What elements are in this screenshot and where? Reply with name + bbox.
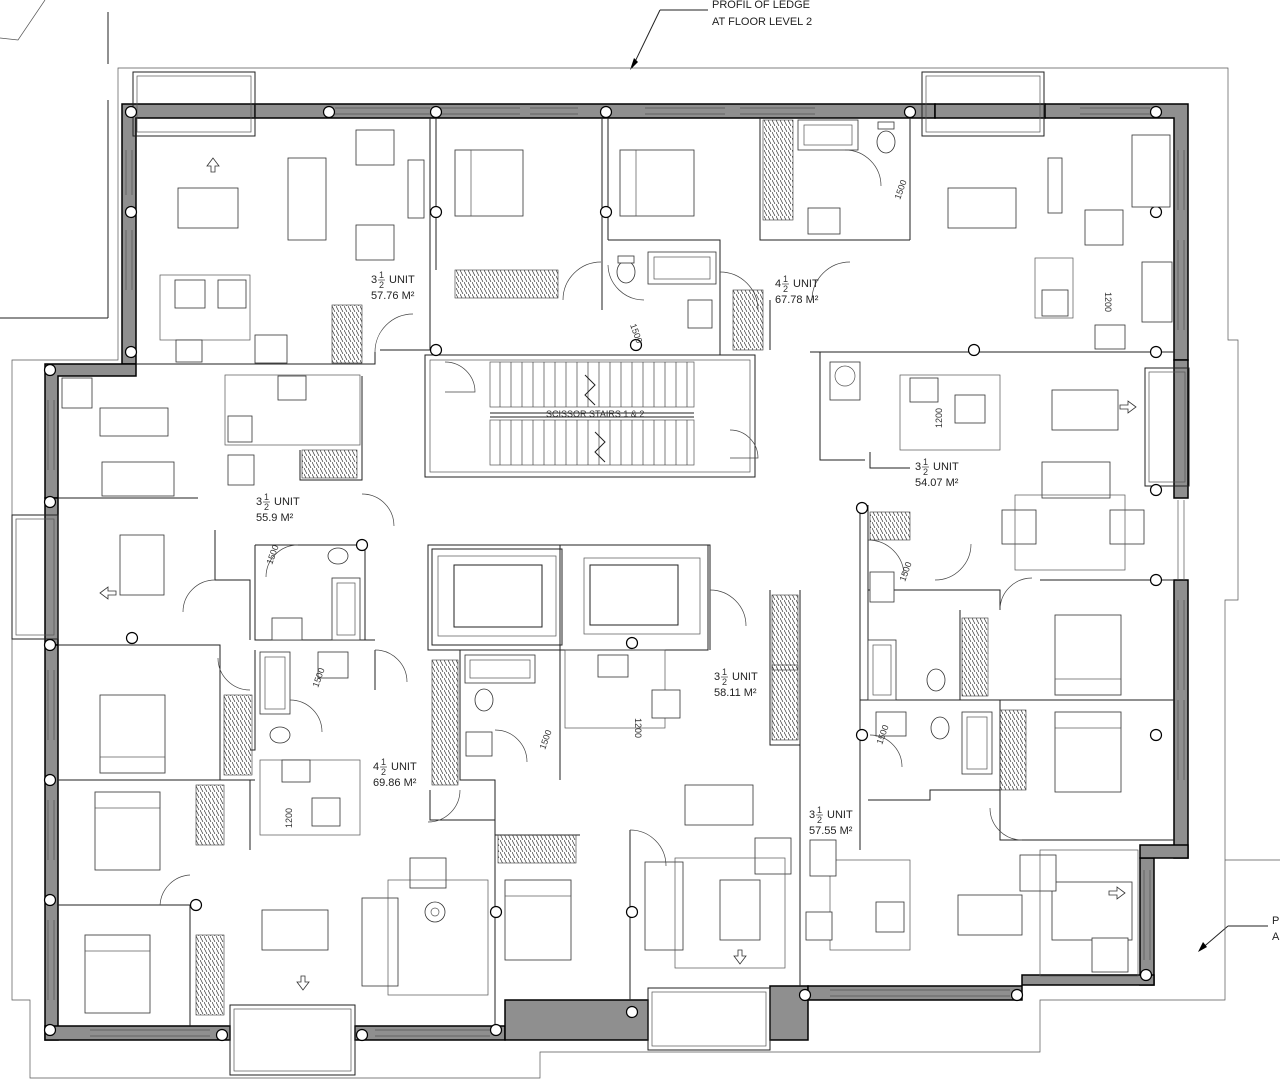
stair-label: SCISSOR STAIRS 1 & 2 [546, 409, 644, 419]
bathrooms [259, 119, 993, 775]
unit-type-whole: 3 [256, 496, 262, 508]
dim-1200-center: 1200 [633, 718, 643, 738]
unit-type-den: 2 [783, 284, 788, 294]
unit-type-den: 2 [722, 677, 727, 687]
unit-type-word: UNIT [391, 761, 417, 773]
ledge-note-right-line1: P [1272, 915, 1279, 927]
beds [84, 149, 1122, 1014]
closets [195, 119, 1027, 1016]
unit-type-den: 2 [381, 767, 386, 777]
unit-label-west: 3 1 2 UNIT 55.9 M² [256, 492, 300, 524]
unit-type-word: UNIT [827, 809, 853, 821]
unit-type-word: UNIT [732, 671, 758, 683]
unit-type-num: 1 [923, 457, 928, 467]
unit-type-num: 1 [379, 270, 384, 280]
unit-type-den: 2 [264, 502, 269, 512]
unit-type-den: 2 [817, 815, 822, 825]
unit-type-word: UNIT [389, 274, 415, 286]
unit-label-north-west: 3 1 2 UNIT 57.76 M² [371, 270, 415, 302]
living-furniture [61, 129, 1171, 996]
ledge-note-top: PROFIL OF LEDGE AT FLOOR LEVEL 2 [712, 0, 812, 28]
columns [43, 105, 1163, 1042]
unit-type-num: 1 [783, 274, 788, 284]
dim-1500-east: 1500 [897, 560, 913, 582]
unit-label-south-east: 3 1 2 UNIT 57.55 M² [809, 805, 853, 837]
unit-type-whole: 3 [915, 461, 921, 473]
interior-walls [58, 118, 1174, 1026]
unit-type-word: UNIT [793, 278, 819, 290]
unit-type-den: 2 [379, 280, 384, 290]
windows [47, 107, 1185, 1037]
unit-area: 57.55 M² [809, 825, 853, 837]
doors [159, 149, 1033, 906]
unit-label-center: 3 1 2 UNIT 58.11 M² [714, 667, 758, 699]
ledge-note-top-line2: AT FLOOR LEVEL 2 [712, 16, 812, 28]
dim-1500-west: 1500 [264, 543, 280, 565]
unit-type-word: UNIT [933, 461, 959, 473]
unit-label-east: 3 1 2 UNIT 54.07 M² [915, 457, 959, 489]
dim-1200-ne: 1200 [1103, 292, 1113, 312]
exterior-walls [44, 103, 1189, 1041]
ledge-note-right: P A [1272, 915, 1280, 943]
unit-area: 54.07 M² [915, 477, 959, 489]
unit-type-num: 1 [381, 757, 386, 767]
ledge-note-right-line2: A [1272, 931, 1280, 943]
unit-area: 57.76 M² [371, 290, 415, 302]
arrows [99, 157, 1137, 991]
unit-area: 69.86 M² [373, 777, 417, 789]
dim-1500-ne: 1500 [892, 178, 908, 200]
unit-type-whole: 4 [775, 278, 781, 290]
unit-area: 58.11 M² [714, 687, 757, 699]
unit-type-num: 1 [264, 492, 269, 502]
unit-label-north-east: 4 1 2 UNIT 67.78 M² [775, 274, 819, 306]
unit-type-whole: 3 [371, 274, 377, 286]
unit-type-den: 2 [923, 467, 928, 477]
ledge-note-top-line1: PROFIL OF LEDGE [712, 0, 810, 11]
stair-core: SCISSOR STAIRS 1 & 2 [424, 354, 759, 478]
stair-flight-upper [489, 361, 695, 408]
dim-1500-center: 1500 [537, 728, 553, 750]
unit-label-south-west: 4 1 2 UNIT 69.86 M² [373, 757, 417, 789]
elevator-core [427, 544, 709, 651]
dim-1500-n: 1500 [628, 322, 644, 344]
balconies [11, 71, 1190, 1076]
unit-type-num: 1 [722, 667, 727, 677]
unit-type-word: UNIT [274, 496, 300, 508]
dim-1200-east: 1200 [934, 408, 944, 428]
stair-flight-lower [489, 419, 695, 466]
unit-type-whole: 4 [373, 761, 379, 773]
kitchens [159, 257, 1173, 951]
dim-1200-sw: 1200 [284, 808, 294, 828]
unit-type-whole: 3 [714, 671, 720, 683]
unit-labels: 3 1 2 UNIT 57.76 M² 4 1 2 UNIT 67.78 M² … [256, 270, 959, 837]
unit-type-num: 1 [817, 805, 822, 815]
unit-area: 67.78 M² [775, 294, 819, 306]
unit-type-whole: 3 [809, 809, 815, 821]
unit-area: 55.9 M² [256, 512, 294, 524]
